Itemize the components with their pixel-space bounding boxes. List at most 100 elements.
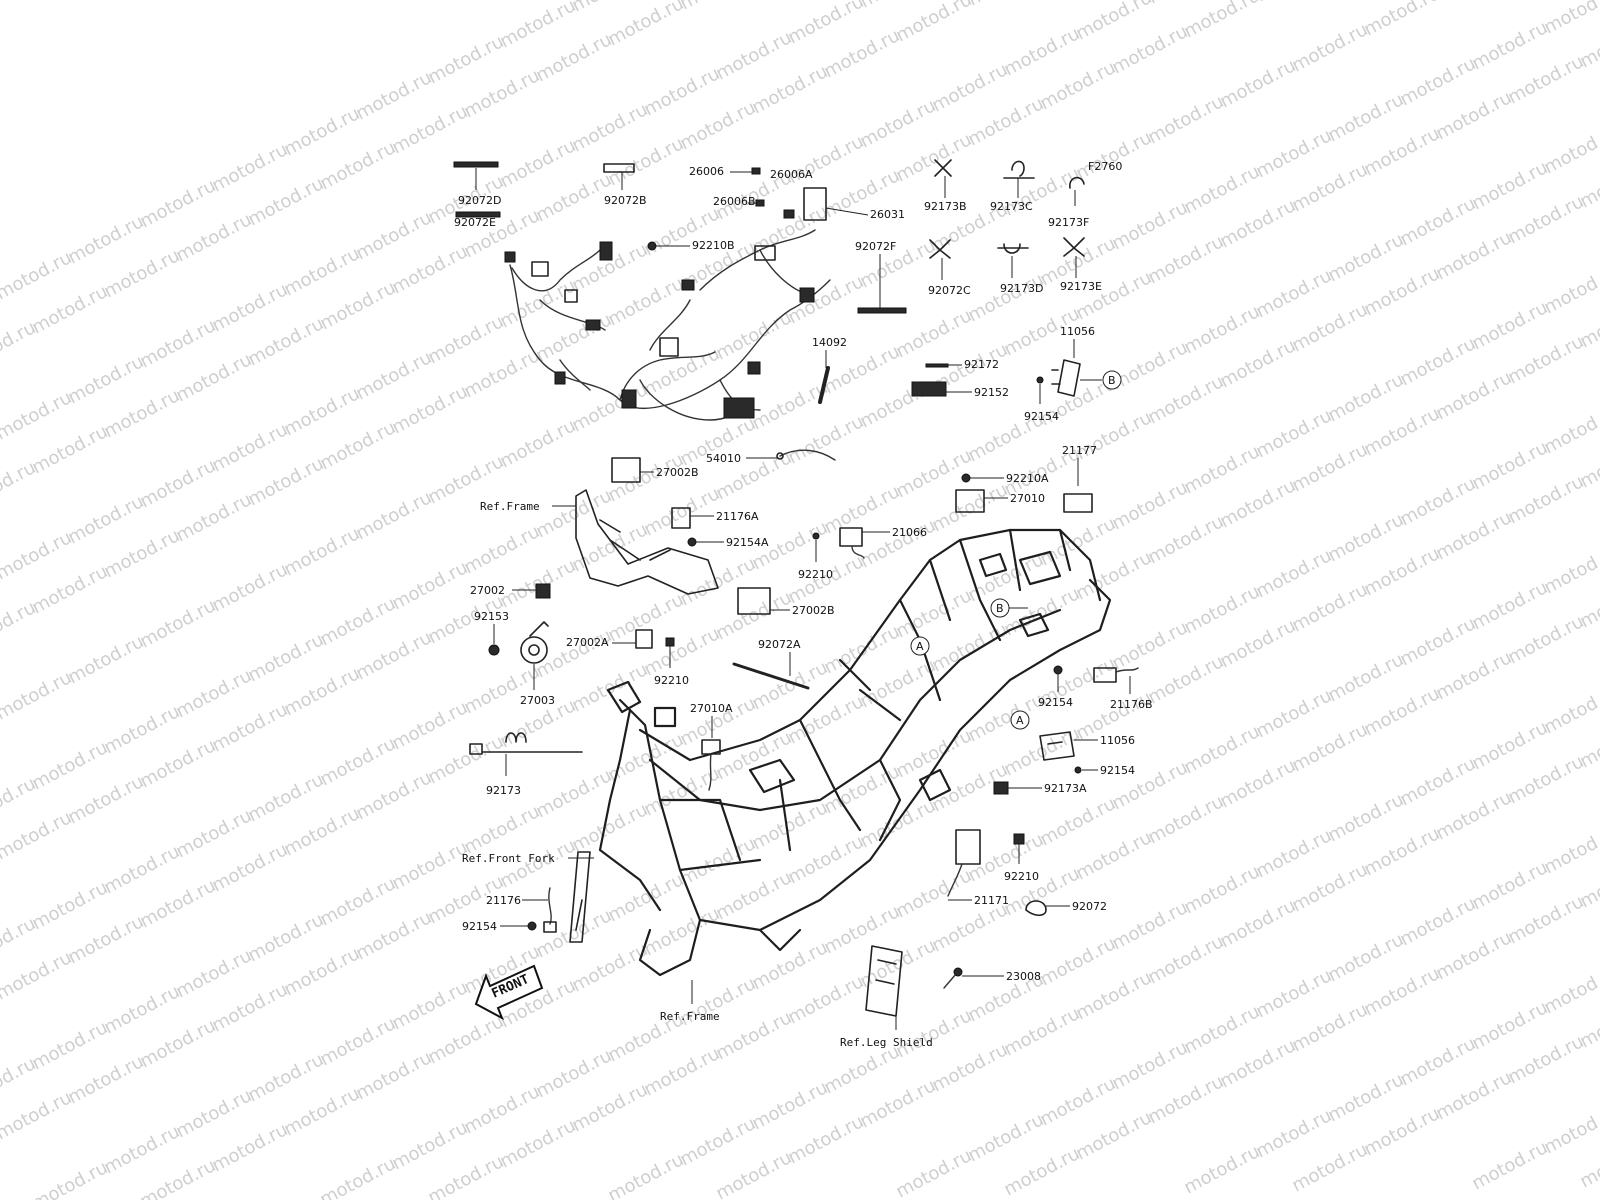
watermark-text: motod.ru	[1576, 1135, 1600, 1192]
watermark-text: motod.ru	[1468, 157, 1551, 214]
watermark-text: motod.ru	[28, 737, 111, 794]
watermark-text: motod.ru	[28, 421, 111, 478]
watermark-text: motod.ru	[64, 911, 147, 968]
relay-27002a: 27002A	[566, 629, 653, 649]
watermark-text: motod.ru	[532, 1045, 615, 1102]
part-label: 27002B	[656, 466, 699, 479]
watermark-text: motod.ru	[100, 841, 183, 898]
reference-label: Ref.Leg Shield	[840, 1036, 933, 1049]
watermark-text: motod.ru	[784, 0, 867, 48]
watermark-text: motod.ru	[604, 589, 687, 646]
watermark-text: motod.ru	[0, 807, 75, 864]
pad-92152: 92152	[911, 381, 1009, 399]
clamp-92072c: 92072C	[928, 239, 971, 297]
watermark-text: motod.ru	[280, 803, 363, 860]
watermark-text: motod.ru	[1252, 405, 1335, 462]
watermark-text: motod.ru	[964, 549, 1047, 606]
watermark-text: motod.ru	[1072, 127, 1155, 184]
watermark-text: motod.ru	[496, 415, 579, 472]
watermark-text: motod.ru	[1144, 791, 1227, 848]
watermark-text: motod.ru	[1468, 997, 1551, 1054]
watermark-text: motod.ru	[352, 627, 435, 684]
watermark-text: motod.ru	[892, 305, 975, 362]
watermark-text: motod.ru	[1000, 23, 1083, 80]
watermark-text: motod.ru	[172, 349, 255, 406]
watermark-text: motod.ru	[1108, 21, 1191, 78]
watermark-text: motod.ru	[1216, 615, 1299, 672]
part-label: 21176B	[1110, 698, 1153, 711]
watermark-text: motod.ru	[0, 667, 75, 724]
watermark-text: motod.ru	[316, 277, 399, 334]
watermark-text: motod.ru	[784, 1111, 867, 1168]
coil-27010a: 27010A	[690, 702, 733, 791]
watermark-text: motod.ru	[244, 173, 327, 230]
part-label: 26006B	[713, 195, 756, 208]
watermark-text: motod.ru	[244, 629, 327, 686]
watermark-text: motod.ru	[1540, 0, 1600, 38]
bracket-11056-top: 11056 92154 B	[1024, 325, 1122, 423]
reference-label: Ref.Frame	[480, 500, 540, 513]
part-label: 92072D	[458, 194, 501, 207]
watermark-text: motod.ru	[1288, 1139, 1371, 1196]
watermark-text: motod.ru	[280, 1083, 363, 1140]
watermark-text: motod.ru	[0, 387, 75, 444]
horn-27003: 27003	[520, 621, 555, 707]
part-label: 92173A	[1044, 782, 1087, 795]
part-label: 92210	[798, 568, 833, 581]
watermark-text: motod.ru	[1072, 0, 1155, 44]
watermark-text: motod.ru	[352, 767, 435, 824]
part-label: 92072E	[454, 216, 496, 229]
relay-27002b-mid: 27002B	[737, 587, 835, 617]
cable-54010: 54010	[706, 449, 836, 465]
watermark-text: motod.ru	[316, 1013, 399, 1070]
watermark-text: motod.ru	[532, 309, 615, 366]
watermark-text: motod.ru	[676, 1113, 759, 1170]
part-label: 92154A	[726, 536, 769, 549]
watermark-text: motod.ru	[1360, 683, 1443, 740]
watermark-text: motod.ru	[1108, 617, 1191, 674]
clamp-92072b: 92072B	[603, 163, 647, 207]
watermark-text: motod.ru	[316, 137, 399, 194]
watermark-text: motod.ru	[0, 947, 75, 1004]
watermark-text: motod.ru	[1000, 1143, 1083, 1200]
watermark-text: motod.ru	[604, 133, 687, 190]
watermark-text: motod.ru	[1288, 439, 1371, 496]
watermark-text: motod.ru	[1180, 721, 1263, 778]
watermark-text: motod.ru	[1216, 335, 1299, 392]
watermark-text: motod.ru	[1324, 369, 1407, 426]
watermark-text: motod.ru	[1396, 473, 1479, 530]
watermark-text: motod.ru	[28, 281, 111, 338]
sensor-21176: 21176	[486, 887, 557, 933]
part-label: 92152	[974, 386, 1009, 399]
part-label: 92154	[462, 920, 497, 933]
watermark-text: motod.ru	[820, 621, 903, 678]
watermark-text: motod.ru	[388, 977, 471, 1034]
watermark-text: motod.ru	[1288, 19, 1371, 76]
watermark-text: motod.ru	[1360, 403, 1443, 460]
watermark-text: motod.ru	[1468, 437, 1551, 494]
watermark-text: motod.ru	[532, 765, 615, 822]
part-label: 92173E	[1060, 280, 1102, 293]
coil-27010: 27010	[955, 489, 1045, 513]
clamp-92173e: 92173E	[1060, 237, 1102, 293]
watermark-text: motod.ru	[424, 731, 507, 788]
watermark-text: motod.ru	[1216, 1035, 1299, 1092]
regulator-21177: 21177	[1062, 444, 1097, 513]
watermark-text: motod.ru	[172, 1085, 255, 1142]
part-label: 26006	[689, 165, 724, 178]
tie-92072a: 92072A	[732, 638, 810, 690]
watermark-text: motod.ru	[0, 1087, 75, 1144]
watermark-text: motod.ru	[1144, 511, 1227, 568]
watermark-text: motod.ru	[1432, 367, 1515, 424]
watermark-text: motod.ru	[1432, 0, 1515, 4]
watermark-text: motod.ru	[1216, 755, 1299, 812]
watermark-text: motod.ru	[784, 831, 867, 888]
watermark-text: motod.ru	[568, 519, 651, 576]
watermark-text: motod.ru	[748, 937, 831, 994]
watermark-text: motod.ru	[100, 525, 183, 582]
watermark-text: motod.ru	[1072, 267, 1155, 324]
watermark-text: motod.ru	[172, 665, 255, 722]
watermark-text: motod.ru	[1288, 999, 1371, 1056]
sensor-21171: 21171	[947, 829, 1009, 907]
watermark-text: motod.ru	[1288, 159, 1371, 216]
